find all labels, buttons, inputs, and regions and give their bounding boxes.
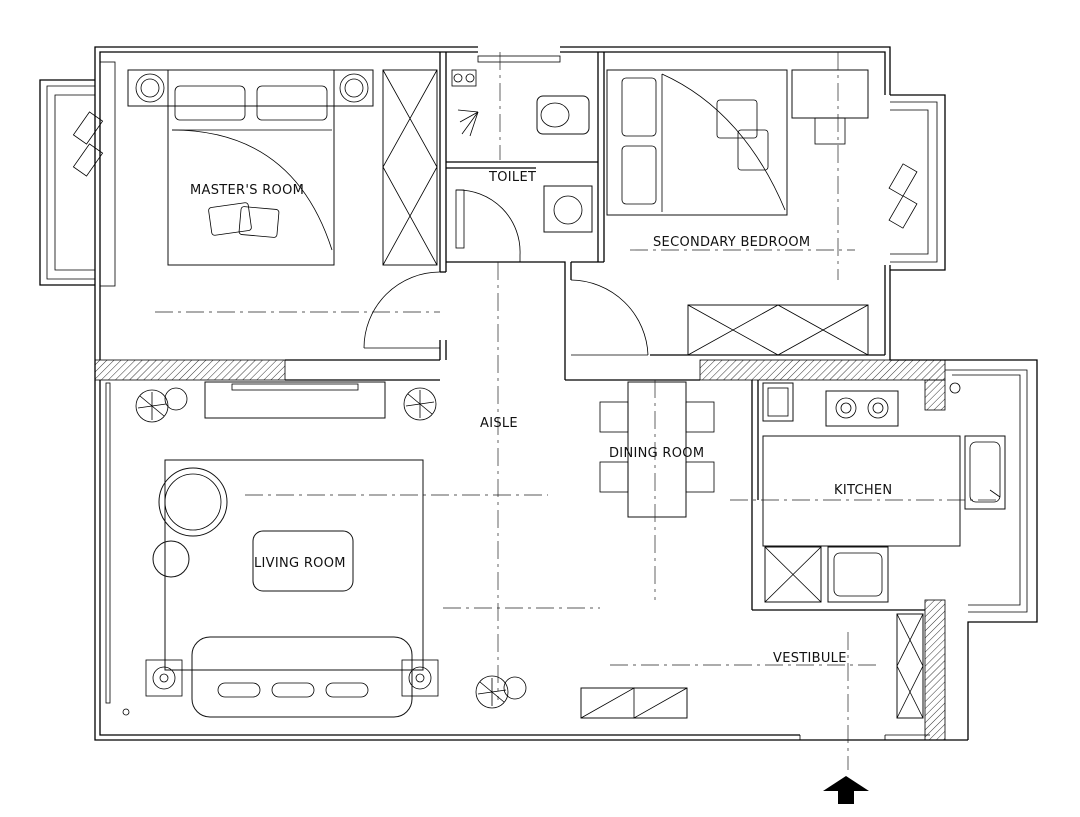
lamp-icon [401, 659, 439, 697]
dining-furniture [497, 262, 715, 700]
kitchen-furniture [730, 382, 1006, 603]
stove-icon [825, 390, 899, 427]
master-room-furniture [127, 69, 441, 349]
vestibule-furniture [580, 613, 924, 770]
lamp-icon [145, 659, 183, 697]
living-room-label: LIVING ROOM [254, 556, 346, 571]
interior-walls [94, 52, 1028, 741]
entrance-arrow-icon [823, 776, 869, 804]
living-room-furniture [105, 381, 600, 718]
sink-icon [964, 435, 1006, 510]
shower-icon [457, 109, 479, 137]
dining-room-label: DINING ROOM [609, 446, 704, 461]
outer-walls [94, 46, 1038, 741]
vestibule-label: VESTIBULE [773, 651, 847, 666]
toilet-label: TOILET [488, 170, 536, 185]
plant-icon [403, 387, 437, 421]
toilet-fixtures [451, 52, 593, 262]
plant-icon [475, 675, 527, 709]
toilet-basin-icon [553, 195, 583, 225]
right-bay-window [888, 94, 946, 271]
master-room-label: MASTER'S ROOM [190, 183, 304, 198]
left-bay-window [39, 61, 116, 287]
secondary-bedroom-furniture [570, 52, 869, 356]
plant-icon [135, 387, 188, 423]
aisle-label: AISLE [480, 416, 518, 431]
secondary-bedroom-label: SECONDARY BEDROOM [653, 235, 810, 250]
kitchen-label: KITCHEN [834, 483, 892, 498]
